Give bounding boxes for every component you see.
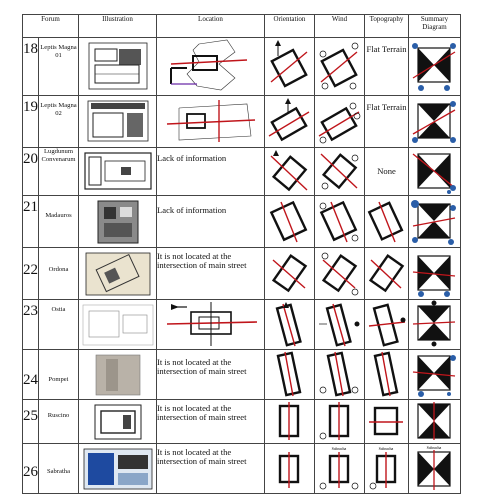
header-forum: Forum <box>22 14 79 38</box>
table-row: 24 Pompei It is not located at the inter… <box>22 349 461 400</box>
header-orientation: Orientation <box>264 14 315 38</box>
topography-diagram <box>368 303 406 347</box>
topography-value: None <box>377 166 396 176</box>
orientation-diagram <box>270 150 308 192</box>
table-row: 23 Ostia <box>22 299 461 350</box>
wind-diagram <box>321 252 359 296</box>
wind-diagram: Sabracha <box>319 446 359 490</box>
orientation-diagram <box>268 98 310 142</box>
location-plan <box>170 39 248 91</box>
summary-diagram <box>412 43 456 91</box>
table-row: 21 Madauros Lack of information <box>22 195 461 248</box>
topography-value: Flat Terrain <box>366 44 407 54</box>
forum-comparison-page: Forum Illustration Location Orientation … <box>22 14 461 494</box>
summary-diagram <box>412 101 456 143</box>
sabratha-wind-label: Sabracha <box>332 446 347 451</box>
header-location: Location <box>156 14 265 38</box>
orientation-diagram <box>270 40 308 88</box>
row-number: 18 <box>23 41 38 57</box>
forum-plan-illustration <box>83 448 152 490</box>
header-topography: Topography <box>364 14 409 38</box>
table-row: 19 Leptis Magna 02 <box>22 95 461 148</box>
summary-diagram: Sabracha <box>417 445 451 490</box>
forum-name: Madauros <box>45 212 72 219</box>
summary-diagram <box>417 402 451 440</box>
forum-name: Leptis Magna 01 <box>40 44 77 59</box>
forum-plan-illustration <box>94 404 141 440</box>
forum-name: Ostia <box>51 306 66 313</box>
forum-plan-illustration <box>83 152 152 190</box>
location-plan <box>166 302 258 346</box>
row-number: 26 <box>23 464 38 480</box>
row-number: 20 <box>23 151 38 167</box>
topography-diagram <box>373 351 399 397</box>
row-number: 25 <box>23 408 38 424</box>
sabratha-summary-label: Sabracha <box>427 445 442 450</box>
location-plan <box>166 100 256 142</box>
forum-plan-illustration <box>87 100 148 142</box>
orientation-diagram <box>276 351 302 397</box>
orientation-diagram <box>269 200 308 243</box>
wind-diagram <box>318 102 361 144</box>
header-illustration: Illustration <box>78 14 157 38</box>
topography-diagram <box>367 201 404 243</box>
summary-diagram <box>411 200 456 245</box>
topography-diagram <box>368 254 405 293</box>
row-number: 23 <box>23 303 38 319</box>
topography-diagram: Sabracha <box>369 446 397 490</box>
table-row: 25 Ruscino It is not located at the inte… <box>22 399 461 444</box>
location-text: It is not located at the intersection of… <box>157 447 247 467</box>
table-row: 20 Lugdunum Convenarum Lack of informati… <box>22 147 461 196</box>
forum-plan-illustration <box>95 354 140 396</box>
topography-value: Flat Terrain <box>366 102 407 112</box>
forum-name: Sabratha <box>46 468 71 475</box>
header-wind: Wind <box>314 14 365 38</box>
header-row: Forum Illustration Location Orientation … <box>22 14 461 38</box>
location-text: Lack of information <box>157 153 227 163</box>
topography-diagram <box>369 406 403 436</box>
wind-diagram <box>320 153 359 190</box>
wind-diagram <box>319 200 359 243</box>
row-number: 19 <box>23 99 38 115</box>
table-row: 26 Sabratha It is not located at the int… <box>22 443 461 494</box>
orientation-diagram <box>275 302 302 347</box>
table-row: 18 Leptis Magna 01 <box>22 37 461 96</box>
forum-comparison-table: Forum Illustration Location Orientation … <box>22 14 461 494</box>
forum-name: Leptis Magna 02 <box>40 102 77 117</box>
forum-name: Lugdunum Convenarum <box>41 148 76 164</box>
location-text: It is not located at the intersection of… <box>157 403 247 423</box>
forum-plan-illustration <box>88 42 147 90</box>
forum-name: Ordona <box>48 266 69 273</box>
forum-plan-illustration <box>82 304 153 346</box>
forum-name: Pompei <box>48 376 69 383</box>
forum-plan-illustration <box>85 252 150 296</box>
summary-diagram <box>412 255 456 297</box>
orientation-diagram <box>278 452 300 488</box>
wind-diagram <box>319 351 359 397</box>
header-summary: Summary Diagram <box>408 14 461 38</box>
forum-plan-illustration <box>97 200 138 244</box>
summary-diagram <box>412 153 456 194</box>
summary-diagram <box>412 300 456 347</box>
sabratha-topography-label: Sabracha <box>379 446 394 451</box>
location-text: It is not located at the intersection of… <box>157 251 247 271</box>
wind-diagram <box>319 402 350 440</box>
row-number: 22 <box>23 262 38 278</box>
wind-diagram <box>319 303 360 347</box>
summary-diagram <box>412 355 456 397</box>
forum-name: Ruscino <box>47 412 70 419</box>
location-text: Lack of information <box>157 205 227 215</box>
table-row: 22 Ordona It is not located at the inter… <box>22 247 461 300</box>
row-number: 24 <box>23 372 38 388</box>
wind-diagram <box>319 42 359 90</box>
location-text: It is not located at the intersection of… <box>157 357 247 377</box>
row-number: 21 <box>23 199 38 215</box>
orientation-diagram <box>271 254 308 293</box>
orientation-diagram <box>278 402 300 440</box>
